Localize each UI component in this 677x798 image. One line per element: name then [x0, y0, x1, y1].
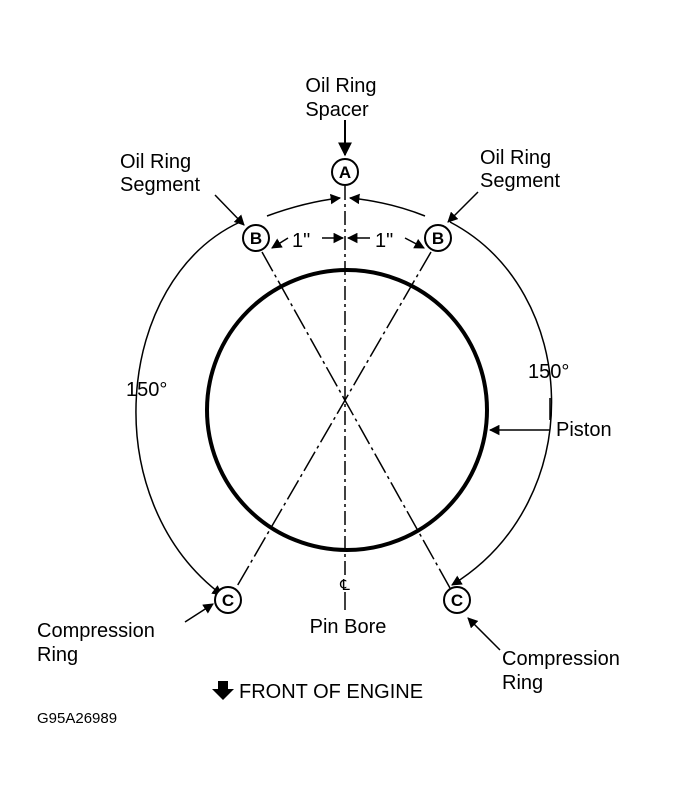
down-arrow-icon [212, 681, 234, 700]
label-oil-ring-segment-left-line1: Oil Ring [120, 151, 191, 173]
label-pin-bore: Pin Bore [310, 616, 387, 638]
svg-text:B: B [250, 229, 262, 248]
segment-left-leader-arrow [214, 194, 245, 226]
label-oil-ring-spacer-line2: Spacer [305, 99, 369, 121]
label-figure-id: G95A26989 [37, 710, 117, 727]
label-dimension-left: 1" [292, 230, 310, 252]
arc-150-left [135, 221, 241, 596]
label-compression-ring-right-line2: Ring [502, 672, 543, 694]
arc-150-right [449, 221, 553, 586]
label-angle-right: 150° [528, 361, 569, 383]
label-oil-ring-segment-left-line2: Segment [120, 174, 200, 196]
label-compression-ring-left-line1: Compression [37, 620, 155, 642]
svg-text:A: A [339, 163, 351, 182]
dim-left-arrow-outer [271, 237, 289, 249]
marker-b-right: B [424, 224, 452, 252]
label-angle-left: 150° [126, 379, 167, 401]
label-compression-ring-right-line1: Compression [502, 648, 620, 670]
marker-c-right: C [443, 586, 471, 614]
svg-text:B: B [432, 229, 444, 248]
compression-right-leader-arrow [467, 617, 501, 651]
diagonal-line-right-b-to-left-c [235, 251, 432, 589]
top-arc-right [348, 193, 426, 217]
marker-c-left: C [214, 586, 242, 614]
marker-a: A [331, 158, 359, 186]
label-dimension-right: 1" [375, 230, 393, 252]
segment-right-leader-arrow [447, 191, 479, 223]
piston-circle [205, 268, 489, 552]
dim-right-arrow-outer [404, 237, 425, 249]
compression-left-leader-arrow [184, 603, 214, 623]
svg-text:C: C [451, 591, 463, 610]
svg-text:C: C [222, 591, 234, 610]
top-arc-left [266, 193, 342, 217]
label-compression-ring-left-line2: Ring [37, 644, 78, 666]
label-oil-ring-segment-right-line2: Segment [480, 170, 560, 192]
label-front-of-engine: FRONT OF ENGINE [239, 681, 423, 703]
label-centerline-symbol: ℄ [339, 577, 350, 594]
label-oil-ring-segment-right-line1: Oil Ring [480, 147, 551, 169]
label-piston: Piston [556, 419, 612, 441]
label-oil-ring-spacer-line1: Oil Ring [305, 75, 376, 97]
marker-b-left: B [242, 224, 270, 252]
diagonal-line-left-b-to-right-c [261, 251, 451, 589]
